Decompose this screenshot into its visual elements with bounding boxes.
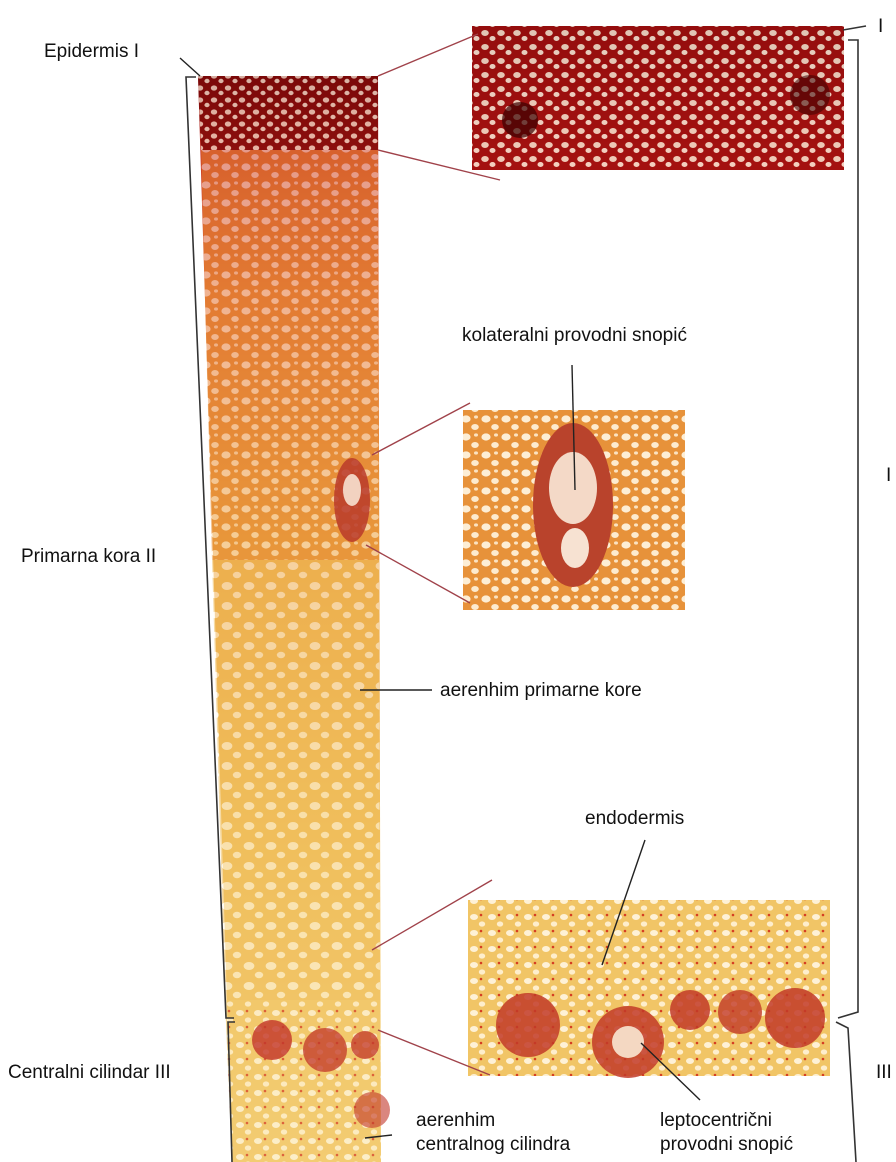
left-brackets [185,76,235,1162]
label-kolateralni-provodni-snopic: kolateralni provodni snopić [462,325,687,346]
inset-collateral-bundle [463,410,685,610]
inset-endodermis [468,900,830,1078]
main-tissue-strip [198,76,390,1162]
label-epidermis: Epidermis I [44,41,140,62]
inset-epidermis [472,26,844,170]
label-leptocentricni-line2: provodni snopić [660,1134,794,1155]
label-right-II: I [886,465,892,486]
label-leptocentricni-line1: leptocentrični [660,1110,772,1131]
label-primarna-kora: Primarna kora II [21,546,157,567]
label-endodermis: endodermis [585,808,685,829]
label-centralni-cilindar: Centralni cilindar III [8,1062,171,1083]
inset-pointer-lines [365,33,501,1076]
label-aerenhim-centralnog-line1: aerenhim [416,1110,496,1131]
right-brackets [835,25,867,1162]
label-right-I: I [878,16,884,37]
label-right-III: III [876,1062,892,1083]
label-leader-lines [179,57,701,1139]
label-aerenhim-primarne-kore: aerenhim primarne kore [440,680,642,701]
label-aerenhim-centralnog-line2: centralnog cilindra [416,1134,571,1155]
